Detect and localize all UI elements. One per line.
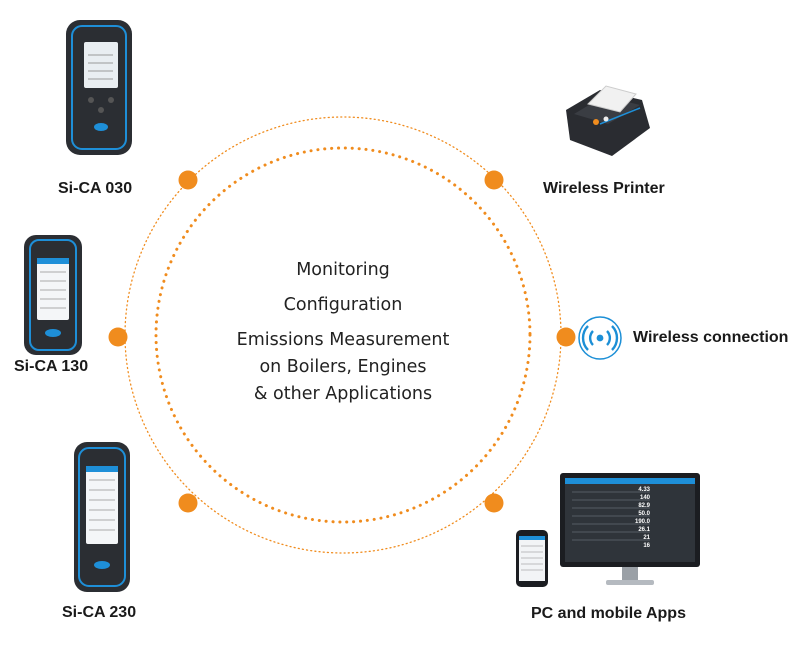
monitor-reading-1: 4.33 <box>638 487 650 493</box>
monitor-reading-8: 16 <box>643 543 650 549</box>
node-dot-apps <box>484 493 504 513</box>
monitor-reading-4: 50.0 <box>638 511 650 517</box>
monitor-image: 4.33 140 82.9 50.0 190.0 26.1 21 16 <box>560 473 700 585</box>
center-text-applications: & other Applications <box>253 384 433 404</box>
center-text-configuration: Configuration <box>283 295 403 315</box>
label-pc-mobile-apps: PC and mobile Apps <box>531 605 686 622</box>
monitor-reading-6: 26.1 <box>638 527 650 533</box>
monitor-reading-5: 190.0 <box>635 519 651 525</box>
node-dot-sica130 <box>108 327 128 347</box>
label-wireless-connection: Wireless connection <box>633 329 789 346</box>
label-wireless-printer: Wireless Printer <box>543 180 665 197</box>
monitor-reading-7: 21 <box>643 535 650 541</box>
wireless-signal-icon <box>578 316 622 360</box>
monitor-reading-2: 140 <box>640 495 651 501</box>
inner-dotted-ring <box>154 146 532 524</box>
printer-image <box>566 85 650 156</box>
sica230-device-image <box>74 442 130 592</box>
node-dot-sica030 <box>178 170 198 190</box>
node-dot-printer <box>484 170 504 190</box>
label-sica130: Si-CA 130 <box>14 358 89 375</box>
center-text-boilers: on Boilers, Engines <box>259 357 427 377</box>
node-dot-wireless <box>556 327 576 347</box>
node-dot-sica230 <box>178 493 198 513</box>
sica030-device-image <box>66 20 132 155</box>
monitor-reading-3: 82.9 <box>638 503 650 509</box>
sica130-device-image <box>24 235 82 355</box>
center-text-emissions: Emissions Measurement <box>236 330 450 350</box>
center-text-monitoring: Monitoring <box>296 260 390 280</box>
label-sica230: Si-CA 230 <box>62 604 137 621</box>
phone-image <box>516 530 548 587</box>
label-sica030: Si-CA 030 <box>58 180 133 197</box>
